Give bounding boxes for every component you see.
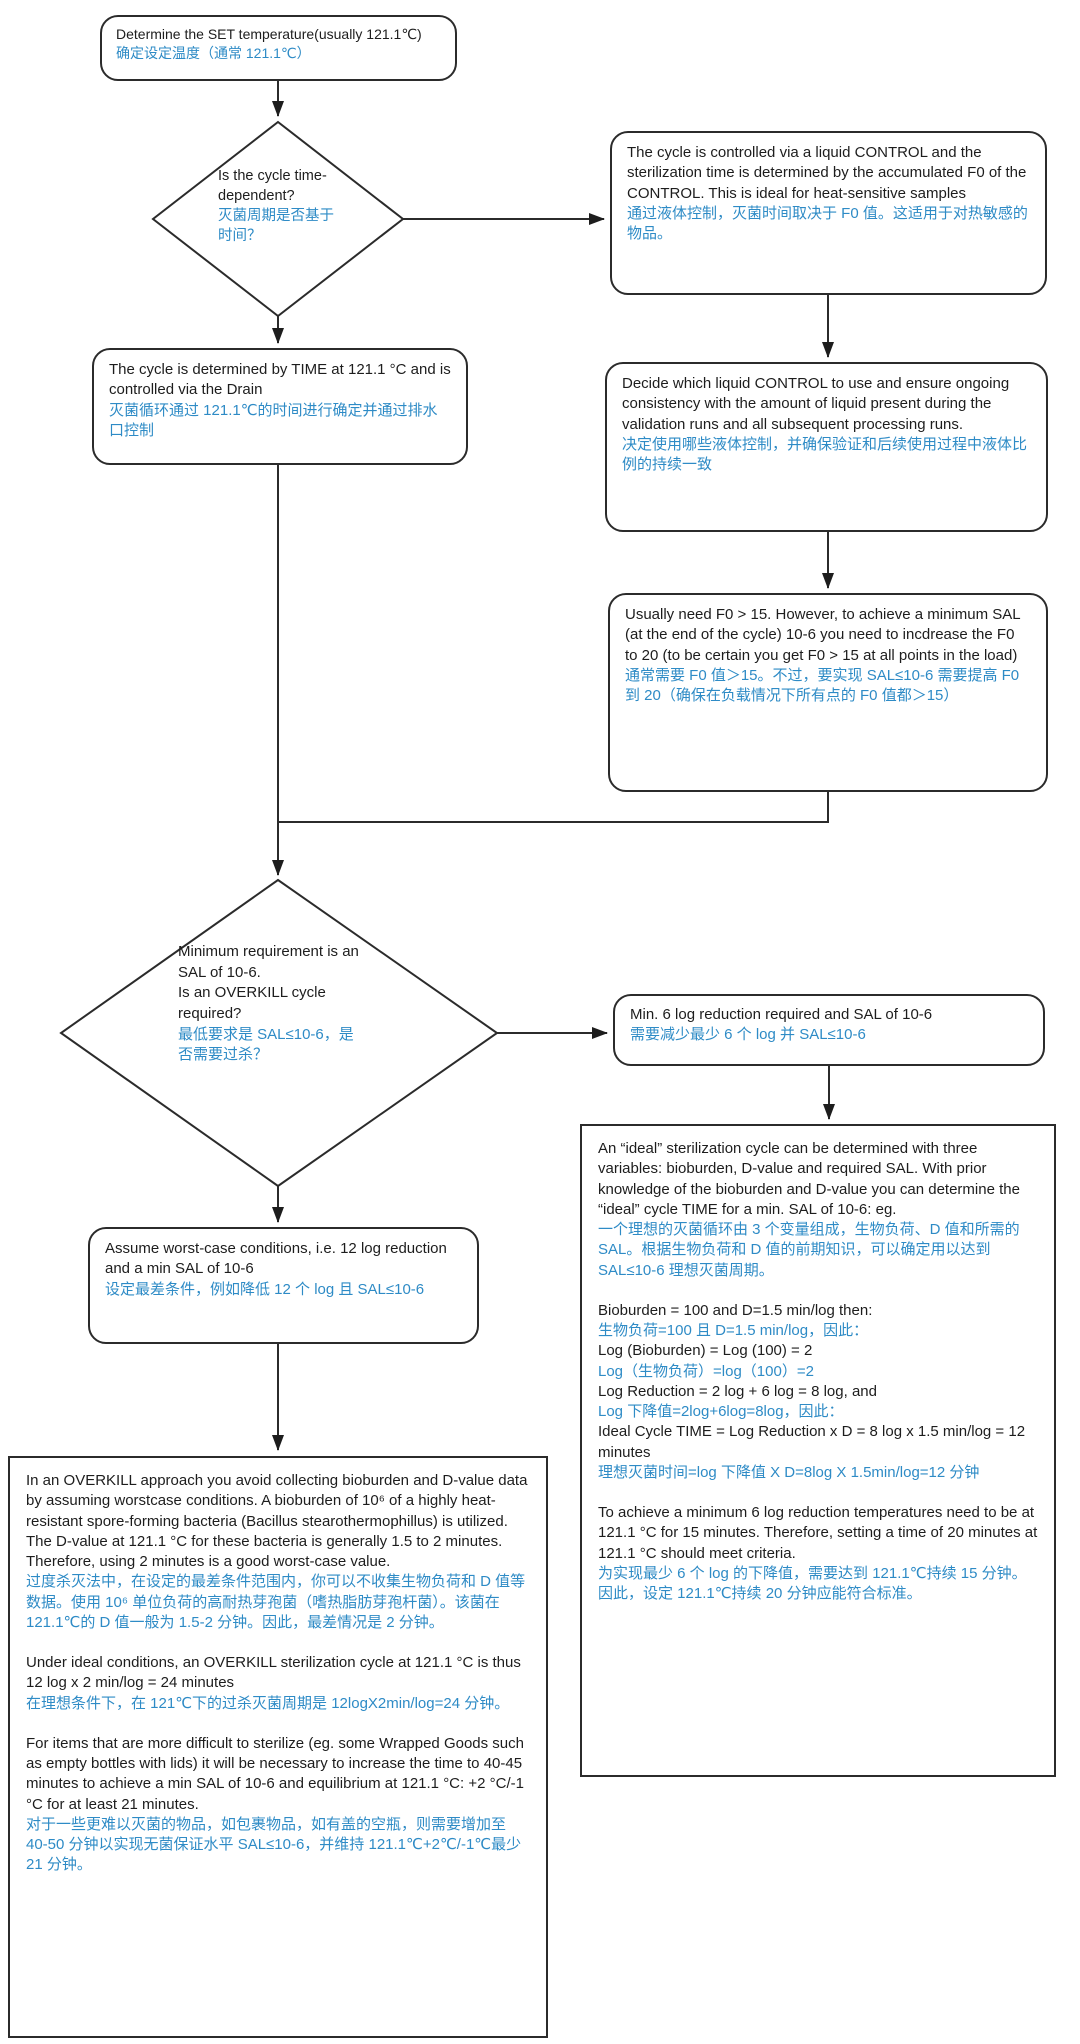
connector-f0-merge-line bbox=[278, 792, 829, 823]
ideal-line-1: 一个理想的灭菌循环由 3 个变量组成，生物负荷、D 值和所需的 SAL。根据生物… bbox=[598, 1221, 1020, 1279]
node-f0-requirement: Usually need F0 > 15. However, to achiev… bbox=[608, 593, 1048, 792]
decision-overkill-shape bbox=[59, 878, 499, 1188]
node-ideal-cycle: An “ideal” sterilization cycle can be de… bbox=[580, 1124, 1056, 1777]
node-decide-liquid-en: Decide which liquid CONTROL to use and e… bbox=[622, 375, 1010, 433]
ideal-line-2: Bioburden = 100 and D=1.5 min/log then: bbox=[598, 1301, 873, 1319]
decision-time-dependent-shape bbox=[151, 120, 405, 318]
node-min-6log-en: Min. 6 log reduction required and SAL of… bbox=[630, 1006, 933, 1023]
ideal-line-8: Ideal Cycle TIME = Log Reduction x D = 8… bbox=[598, 1423, 1026, 1461]
overkill-line-1: 过度杀灭法中，在设定的最差条件范围内，你可以不收集生物负荷和 D 值等数据。使用… bbox=[26, 1573, 526, 1631]
node-time-drain: The cycle is determined by TIME at 121.1… bbox=[92, 348, 468, 465]
overkill-line-5: 对于一些更难以灭菌的物品，如包裹物品，如有盖的空瓶，则需要增加至 40-50 分… bbox=[26, 1815, 522, 1874]
overkill-line-3: 在理想条件下，在 121℃下的过杀灭菌周期是 12logX2min/log=24… bbox=[26, 1694, 510, 1712]
node-worst-case-en: Assume worst-case conditions, i.e. 12 lo… bbox=[105, 1240, 447, 1278]
overkill-line-0: In an OVERKILL approach you avoid collec… bbox=[26, 1472, 528, 1570]
node-set-temperature-en: Determine the SET temperature(usually 12… bbox=[116, 26, 422, 42]
overkill-line-2: Under ideal conditions, an OVERKILL ster… bbox=[26, 1654, 521, 1692]
node-set-temperature: Determine the SET temperature(usually 12… bbox=[100, 15, 457, 81]
node-liquid-control-zh: 通过液体控制，灭菌时间取决于 F0 值。这适用于对热敏感的物品。 bbox=[627, 204, 1028, 242]
node-decide-liquid-zh: 决定使用哪些液体控制，并确保验证和后续使用过程中液体比例的持续一致 bbox=[622, 435, 1028, 473]
ideal-line-7: Log 下降值=2log+6log=8log，因此： bbox=[598, 1403, 844, 1420]
ideal-line-6: Log Reduction = 2 log + 6 log = 8 log, a… bbox=[598, 1382, 877, 1400]
decision-overkill-en1: Minimum requirement is an SAL of 10-6. bbox=[178, 943, 359, 981]
node-min-6log: Min. 6 log reduction required and SAL of… bbox=[613, 994, 1045, 1066]
node-min-6log-zh: 需要减少最少 6 个 log 并 SAL≤10-6 bbox=[630, 1026, 866, 1044]
node-time-drain-zh: 灭菌循环通过 121.1℃的时间进行确定并通过排水口控制 bbox=[109, 401, 438, 439]
node-overkill-detail: In an OVERKILL approach you avoid collec… bbox=[8, 1456, 548, 2038]
node-time-drain-en: The cycle is determined by TIME at 121.1… bbox=[109, 361, 451, 399]
node-liquid-control-en: The cycle is controlled via a liquid CON… bbox=[627, 144, 1027, 202]
overkill-line-4: For items that are more difficult to ste… bbox=[26, 1734, 524, 1813]
node-worst-case: Assume worst-case conditions, i.e. 12 lo… bbox=[88, 1227, 479, 1344]
decision-overkill-zh: 最低要求是 SAL≤10-6，是否需要过杀？ bbox=[178, 1025, 354, 1064]
node-set-temperature-zh: 确定设定温度（通常 121.1℃） bbox=[116, 44, 311, 61]
ideal-line-10: To achieve a minimum 6 log reduction tem… bbox=[598, 1504, 1038, 1562]
ideal-line-5: Log（生物负荷）=log（100）=2 bbox=[598, 1362, 814, 1380]
node-worst-case-zh: 设定最差条件，例如降低 12 个 log 且 SAL≤10-6 bbox=[105, 1280, 425, 1298]
ideal-line-0: An “ideal” sterilization cycle can be de… bbox=[598, 1140, 1020, 1218]
decision-time-dependent-label: Is the cycle time-dependent? 灭菌周期是否基于时间？ bbox=[218, 166, 338, 246]
decision-overkill-label: Minimum requirement is an SAL of 10-6. I… bbox=[178, 942, 366, 1066]
node-f0-requirement-zh: 通常需要 F0 值＞15。不过，要实现 SAL≤10-6 需要提高 F0 到 2… bbox=[625, 666, 1020, 704]
ideal-line-3: 生物负荷=100 且 D=1.5 min/log，因此： bbox=[598, 1322, 869, 1339]
decision-time-dependent-zh: 灭菌周期是否基于时间？ bbox=[218, 208, 334, 244]
ideal-line-9: 理想灭菌时间=log 下降值 X D=8log X 1.5min/log=12 … bbox=[598, 1463, 980, 1481]
decision-time-dependent-en: Is the cycle time-dependent? bbox=[218, 168, 327, 204]
ideal-line-11: 为实现最少 6 个 log 的下降值，需要达到 121.1℃持续 15 分钟。因… bbox=[598, 1564, 1027, 1602]
decision-overkill-en2: Is an OVERKILL cycle required? bbox=[178, 984, 326, 1023]
node-decide-liquid: Decide which liquid CONTROL to use and e… bbox=[605, 362, 1048, 532]
ideal-line-4: Log (Bioburden) = Log (100) = 2 bbox=[598, 1342, 813, 1360]
node-f0-requirement-en: Usually need F0 > 15. However, to achiev… bbox=[625, 606, 1021, 664]
node-liquid-control: The cycle is controlled via a liquid CON… bbox=[610, 131, 1047, 295]
